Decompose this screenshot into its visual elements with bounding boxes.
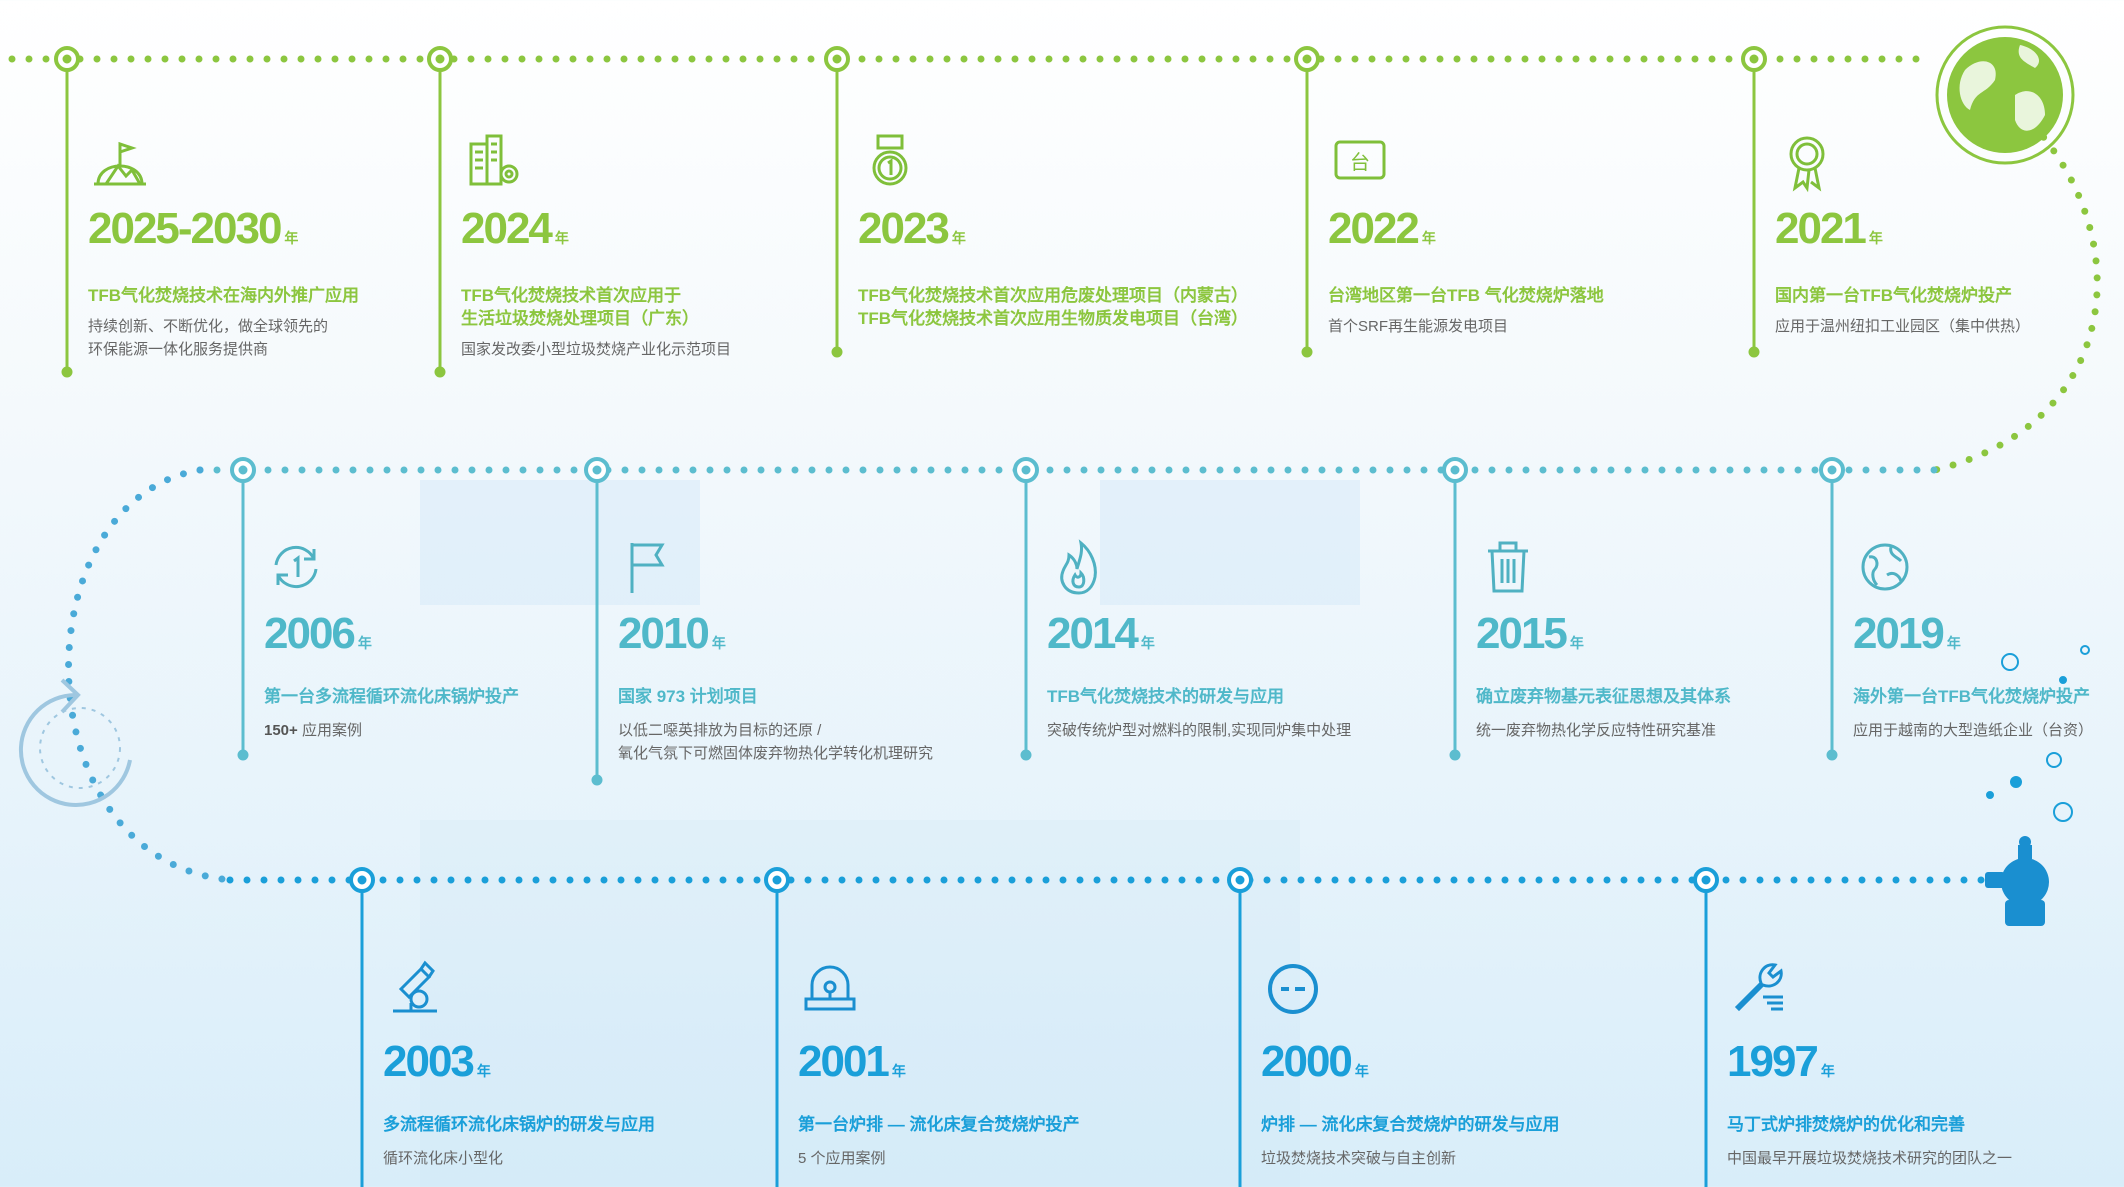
row3-markers [349,867,1719,1187]
year-unit: 年 [284,230,299,246]
year-unit: 年 [554,230,569,246]
milestone-description: 应用于越南的大型造纸企业（台资） [1853,722,2094,739]
milestone-title: 海外第一台TFB气化焚烧炉投产 [1853,687,2091,706]
globe-icon [1853,535,1917,599]
year-unit: 年 [1140,635,1155,651]
minus-circle-icon [1261,955,1325,1019]
milestone-title: 第一台炉排 — 流化床复合焚烧炉投产 [798,1115,1080,1134]
row2-markers [230,457,1845,786]
milestone-title: TFB气化焚烧技术在海内外推广应用 [88,286,360,305]
milestone-description: 循环流化床小型化 [383,1150,504,1167]
cycle-one-icon [264,535,328,599]
milestone-year: 2025-2030 [88,204,282,253]
milestone-title: 第一台多流程循环流化床锅炉投产 [264,687,519,706]
milestone-title: 马丁式炉排焚烧炉的优化和完善 [1727,1115,1965,1134]
milestone-year: 2023 [858,204,950,253]
microscope-icon [383,955,447,1019]
milestone-title: 确立废弃物基元表征思想及其体系 [1476,687,1731,706]
milestone-year: 1997 [1727,1037,1819,1086]
milestone-description: 应用案例 [297,722,362,739]
year-unit: 年 [711,635,726,651]
milestone-year: 2000 [1261,1037,1353,1086]
milestone-description: 以低二噁英排放为目标的还原 / 氧化气氛下可燃固体废弃物热化学转化机理研究 [618,722,934,762]
year-unit: 年 [357,635,372,651]
milestone-description: 统一废弃物热化学反应特性研究基准 [1476,722,1717,739]
milestone-year: 2010 [618,609,710,658]
milestone-title: TFB气化焚烧技术首次应用危废处理项目（内蒙古） TFB气化焚烧技术首次应用生物… [858,286,1249,328]
case-count: 150+ [264,722,298,739]
background-panel [420,480,700,605]
background-panel [1100,480,1360,605]
milestone-year: 2021 [1775,204,1867,253]
milestone-title: 国内第一台TFB气化焚烧炉投产 [1775,286,2013,305]
year-unit: 年 [951,230,966,246]
year-unit: 年 [1569,635,1584,651]
milestone-description: 国家发改委小型垃圾焚烧产业化示范项目 [461,341,732,358]
year-unit: 年 [476,1063,491,1079]
recycle-decoration [18,678,132,807]
milestone-year: 2014 [1047,609,1139,658]
year-unit: 年 [1421,230,1436,246]
flag-icon [618,535,682,599]
milestone-year: 2006 [264,609,356,658]
wrench-tools-icon [1727,955,1791,1019]
milestone-title: 台湾地区第一台TFB 气化焚烧炉落地 [1328,286,1604,305]
left-curve-dots [65,466,234,884]
year-unit: 年 [1354,1063,1369,1079]
milestone-year: 2003 [383,1037,475,1086]
milestone-description: 持续创新、不断优化，做全球领先的 环保能源一体化服务提供商 [88,318,329,358]
milestone-year: 2019 [1853,609,1945,658]
trash-bin-icon [1476,535,1540,599]
alarm-light-icon [798,955,862,1019]
svg-text:台: 台 [1350,150,1370,174]
milestone-year: 2015 [1476,609,1568,658]
milestone-title: TFB气化焚烧技术首次应用于 生活垃圾焚烧处理项目（广东） [461,286,699,328]
milestone-description: 垃圾焚烧技术突破与自主创新 [1261,1150,1457,1167]
pump-decoration [1985,836,2049,926]
milestone-year: 2024 [461,204,553,253]
milestone-description: 应用于温州纽扣工业园区（集中供热） [1775,318,2031,335]
year-unit: 年 [891,1063,906,1079]
flame-icon [1047,535,1111,599]
milestone-title: 炉排 — 流化床复合焚烧炉的研发与应用 [1261,1115,1560,1134]
milestone-title: 国家 973 计划项目 [618,687,758,706]
year-unit: 年 [1946,635,1961,651]
milestone-year: 2001 [798,1037,890,1086]
milestone-title: 多流程循环流化床锅炉的研发与应用 [383,1115,655,1134]
milestone-year: 2022 [1328,204,1420,253]
medal-icon [858,130,922,194]
milestone-description: 中国最早开展垃圾焚烧技术研究的团队之一 [1727,1150,2013,1167]
row1-markers [54,46,1767,378]
globe-decoration [1935,25,2075,165]
taiwan-sign-icon: 台 [1328,130,1392,194]
milestone-description: 首个SRF再生能源发电项目 [1328,318,1509,335]
award-ribbon-icon [1775,130,1839,194]
year-unit: 年 [1820,1063,1835,1079]
mountain-flag-icon [88,130,152,194]
milestone-description: 5 个应用案例 [798,1150,886,1167]
year-unit: 年 [1868,230,1883,246]
bubbles-decoration [1986,645,2090,822]
milestone-title: TFB气化焚烧技术的研发与应用 [1047,687,1285,706]
factory-gear-icon [461,130,525,194]
milestone-description: 突破传统炉型对燃料的限制,实现同炉集中处理 [1047,722,1352,739]
